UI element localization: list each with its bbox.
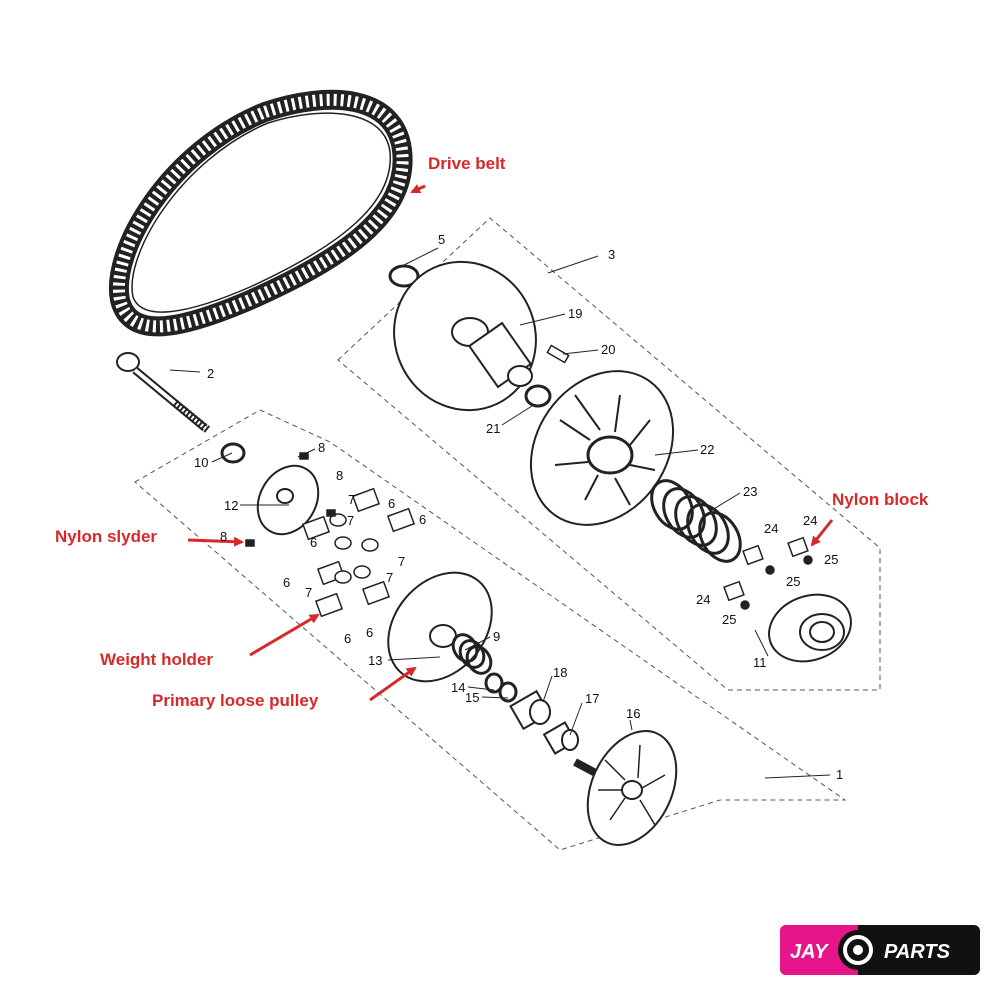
- ring: [388, 264, 420, 288]
- part-label-2: 2: [207, 366, 214, 381]
- part-label-15: 15: [465, 690, 479, 705]
- part-label-19: 19: [568, 306, 582, 321]
- part-label-11: 11: [753, 655, 767, 670]
- part-label-13: 13: [368, 653, 382, 668]
- bolt: [116, 352, 211, 434]
- part-label-8: 8: [220, 529, 227, 544]
- primary-fixed-pulley: [573, 730, 678, 846]
- part-label-7: 7: [386, 570, 393, 585]
- part-label-5: 5: [438, 232, 445, 247]
- part-label-24: 24: [764, 521, 778, 536]
- leader-lines: [169, 247, 831, 779]
- pin: [546, 344, 570, 364]
- secondary-movable-pulley: [529, 370, 675, 526]
- weights-and-holders: [245, 452, 416, 618]
- drive-belt: [108, 89, 413, 337]
- washers: [484, 672, 518, 703]
- callout-weight-holder: Weight holder: [100, 650, 213, 669]
- brand-logo: JAY PARTS: [780, 925, 980, 975]
- part-label-25: 25: [824, 552, 838, 567]
- part-label-17: 17: [585, 691, 599, 706]
- part-label-7: 7: [398, 554, 405, 569]
- part-label-16: 16: [626, 706, 640, 721]
- group-outline-secondary: [337, 217, 881, 691]
- part-label-10: 10: [194, 455, 208, 470]
- ramp-plate: [256, 464, 320, 536]
- brand-left-text: JAY: [790, 941, 829, 963]
- part-label-7: 7: [347, 513, 354, 528]
- part-label-25: 25: [722, 612, 736, 627]
- part-label-18: 18: [553, 665, 567, 680]
- nut: [220, 442, 246, 464]
- part-label-9: 9: [493, 629, 500, 644]
- part-label-6: 6: [310, 535, 317, 550]
- brand-right-text: PARTS: [884, 941, 951, 963]
- callout-nylon-slyder: Nylon slyder: [55, 527, 157, 546]
- spring: [650, 479, 742, 563]
- callout-nylon-block: Nylon block: [832, 490, 929, 509]
- part-label-21: 21: [486, 421, 500, 436]
- nylon-blocks: [723, 536, 813, 610]
- circlip: [524, 384, 552, 408]
- part-label-7: 7: [305, 585, 312, 600]
- callout-labels: Drive belt Nylon block Nylon slyder Weig…: [55, 154, 929, 710]
- part-label-6: 6: [366, 625, 373, 640]
- part-label-23: 23: [743, 484, 757, 499]
- callout-arrows: [187, 184, 834, 702]
- part-label-25: 25: [786, 574, 800, 589]
- secondary-cover: [768, 593, 852, 663]
- secondary-fixed-pulley: [393, 260, 537, 412]
- part-label-20: 20: [601, 342, 615, 357]
- part-label-12: 12: [224, 498, 238, 513]
- part-label-1: 1: [836, 767, 843, 782]
- bushings: [509, 689, 579, 755]
- part-label-7: 7: [348, 492, 355, 507]
- callout-primary-loose-pulley: Primary loose pulley: [152, 691, 319, 710]
- part-label-22: 22: [700, 442, 714, 457]
- part-label-8: 8: [336, 468, 343, 483]
- part-label-6: 6: [419, 512, 426, 527]
- part-label-6: 6: [388, 496, 395, 511]
- group-outline-primary: [134, 409, 847, 851]
- part-label-14: 14: [451, 680, 465, 695]
- part-label-6: 6: [344, 631, 351, 646]
- part-label-6: 6: [283, 575, 290, 590]
- primary-spring: [451, 633, 493, 675]
- part-number-labels: 1 2 3 5 6 6 6 6 6 6 7 7 7 7 7 8 8 8 9 10…: [194, 232, 843, 782]
- part-label-3: 3: [608, 247, 615, 262]
- part-label-8: 8: [318, 440, 325, 455]
- part-label-24: 24: [803, 513, 817, 528]
- part-label-24: 24: [696, 592, 710, 607]
- callout-drive-belt: Drive belt: [428, 154, 506, 173]
